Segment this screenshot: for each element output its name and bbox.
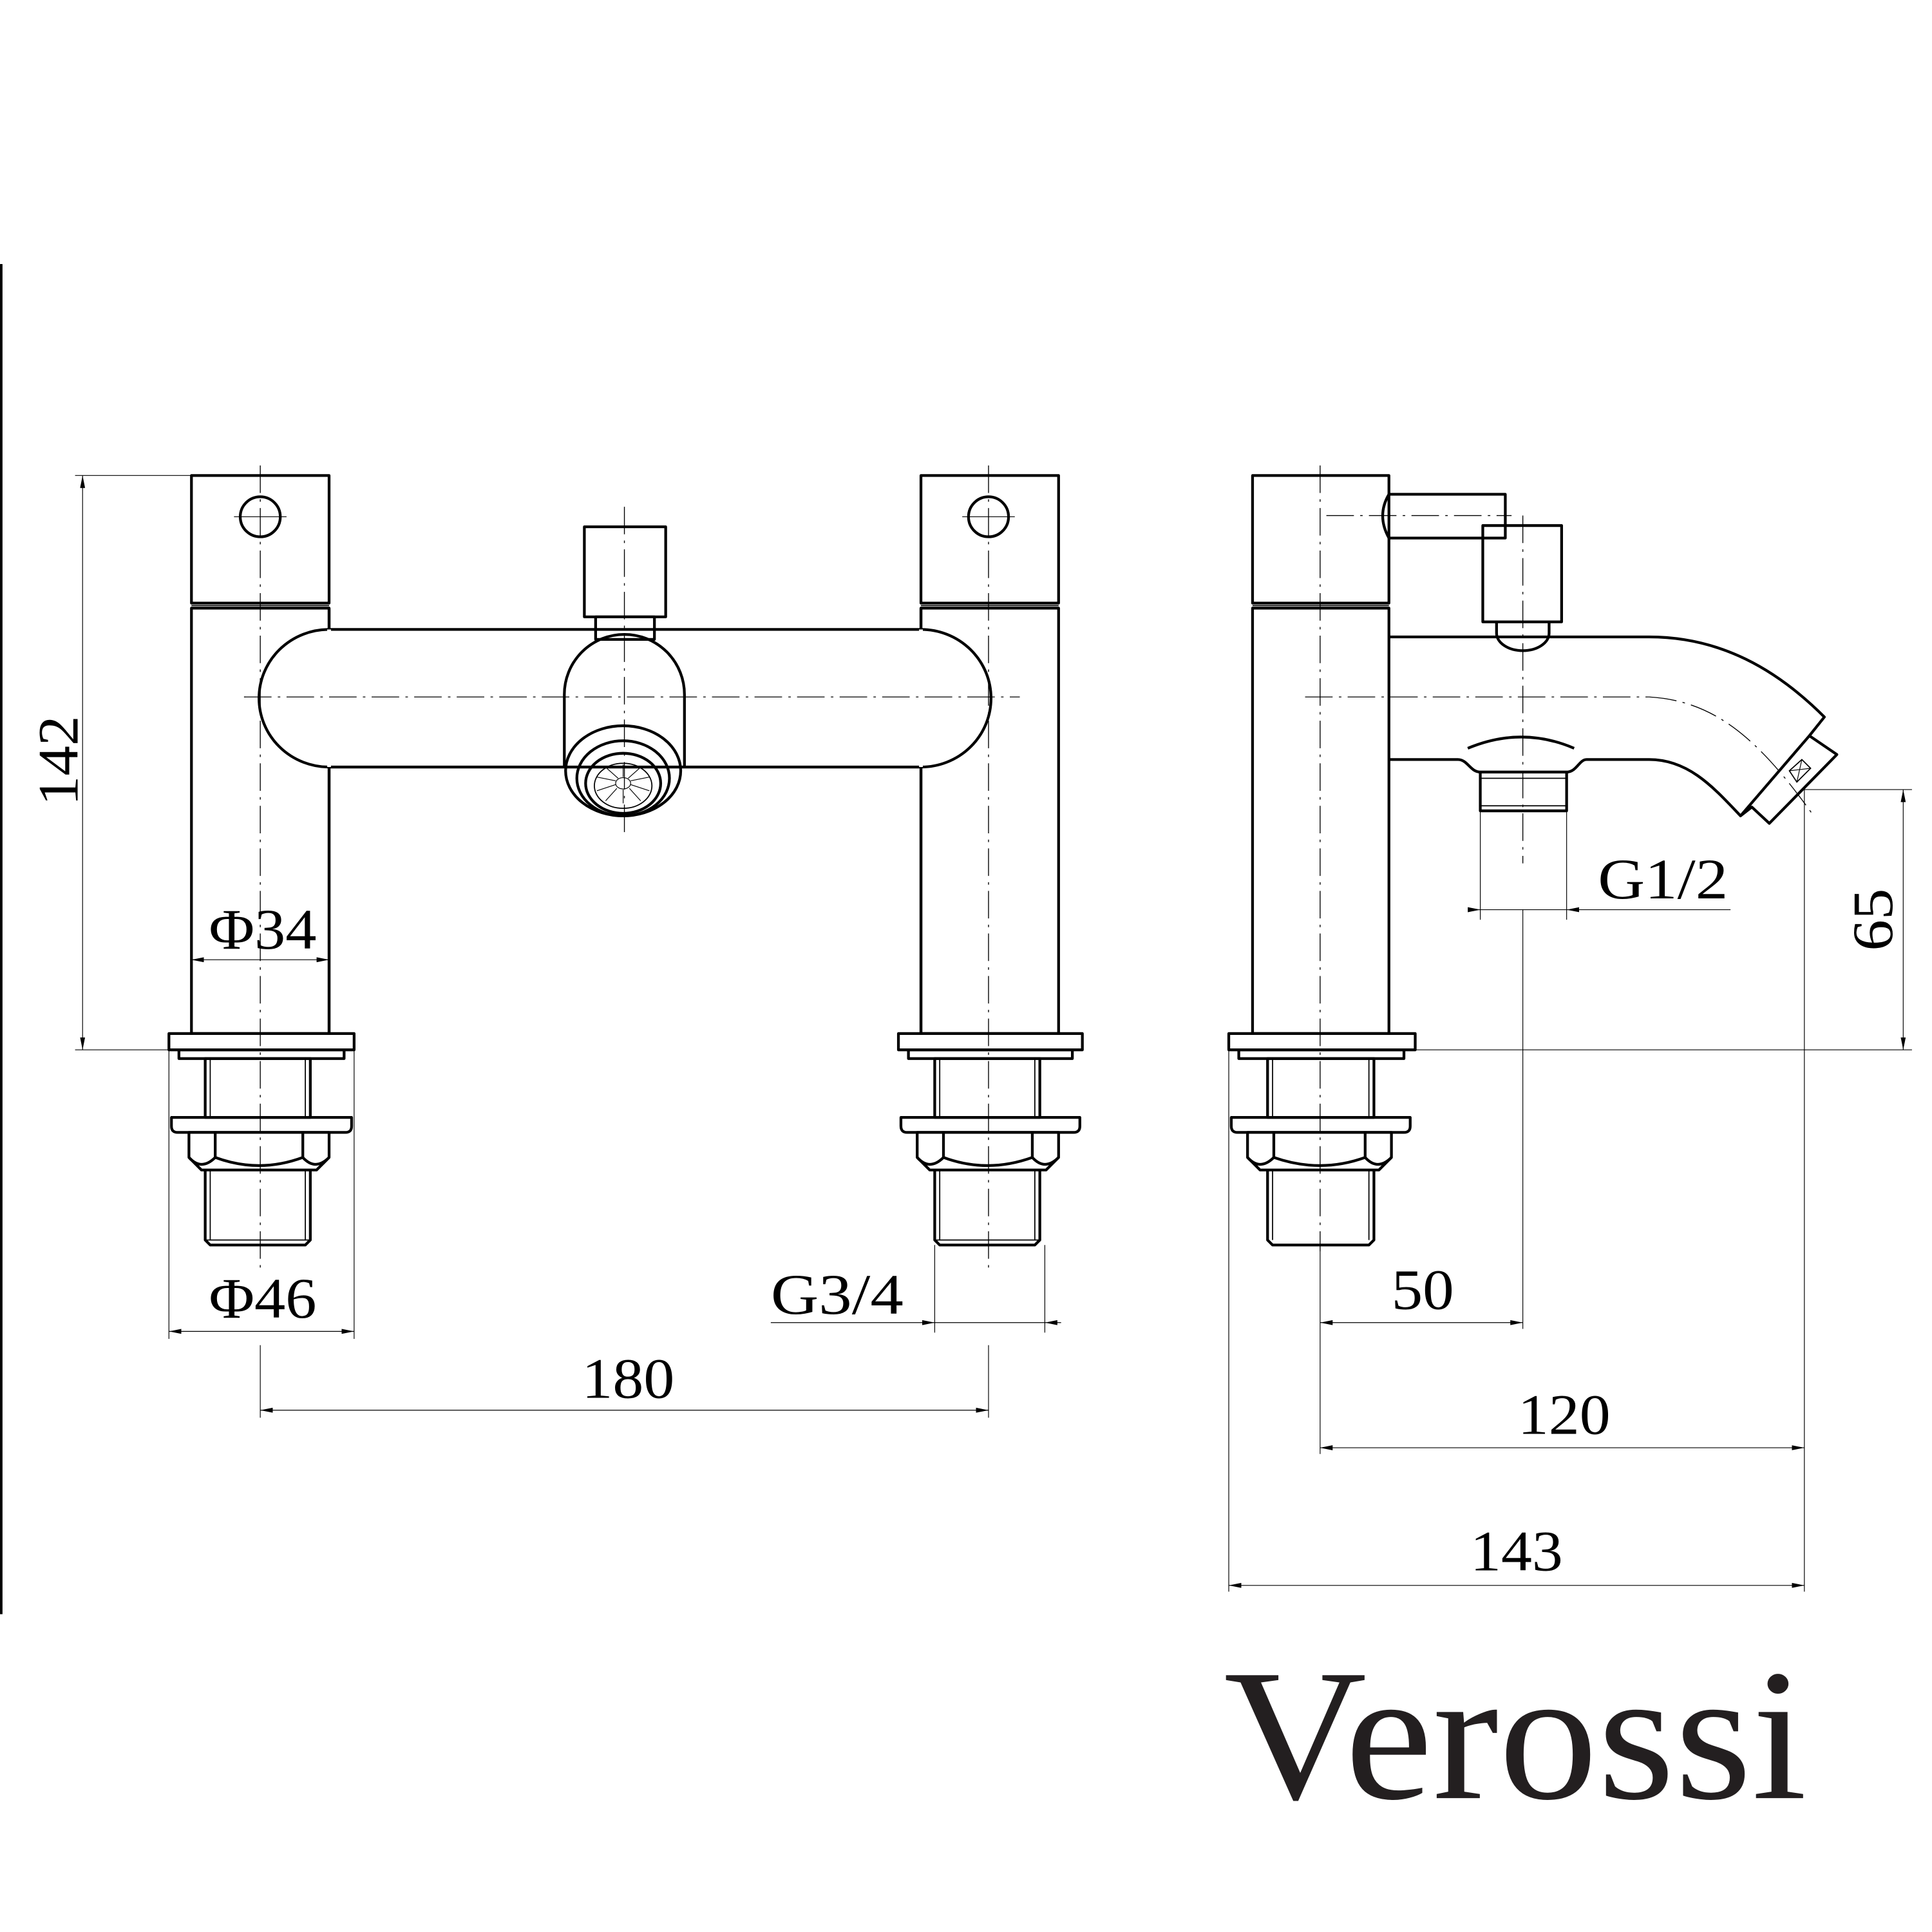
dimension-phi34: Φ34 [191,898,330,963]
dimension-label: G3/4 [771,1263,904,1327]
handle-lever [1381,493,1507,540]
dimension-g12: G1/2 [1468,811,1731,920]
right-leg-body [919,607,1060,1036]
dimension-g34: G3/4 [770,1245,1061,1333]
side-view: G1/2 65 50 120 143 [1227,465,1912,1592]
aerator-spokes [596,764,650,804]
shower-outlet-nozzle [1479,770,1568,813]
side-body [1251,607,1390,1036]
side-inlet-fitting [1227,1032,1417,1247]
brand-logo: Verossi [1224,1631,1806,1839]
dimension-180: 180 [260,1345,989,1418]
aerator-icon [594,762,653,810]
dimension-label: 65 [1841,889,1905,951]
dimension-label: Φ34 [209,898,316,961]
right-handle [919,474,1060,1036]
dimension-label: 180 [582,1347,674,1410]
dimension-label: G1/2 [1598,848,1728,911]
dimension-label: 50 [1392,1258,1454,1321]
right-inlet-fitting [896,1032,1084,1247]
side-handle [1251,474,1390,605]
dimension-label: 143 [1470,1519,1563,1583]
dimension-142: 142 [26,475,192,1050]
dimension-phi46: Φ46 [168,1050,355,1340]
left-inlet-fitting [167,1032,356,1247]
front-view: 142 Φ34 Φ46 G3/4 180 [26,465,1084,1418]
dimension-label: 142 [26,715,90,806]
side-diverter [1481,524,1564,623]
dimension-65: 65 [1415,789,1912,1050]
mixer-bar [258,628,992,769]
dimension-120: 120 [1320,790,1805,1592]
dimension-143: 143 [1228,1050,1804,1592]
spout [1388,635,1839,825]
outlet-dome [1467,735,1575,750]
shower-diverter [563,525,686,817]
dimension-label: Φ46 [209,1267,316,1331]
dimension-50: 50 [1320,909,1524,1454]
dimension-label: 120 [1518,1383,1611,1447]
